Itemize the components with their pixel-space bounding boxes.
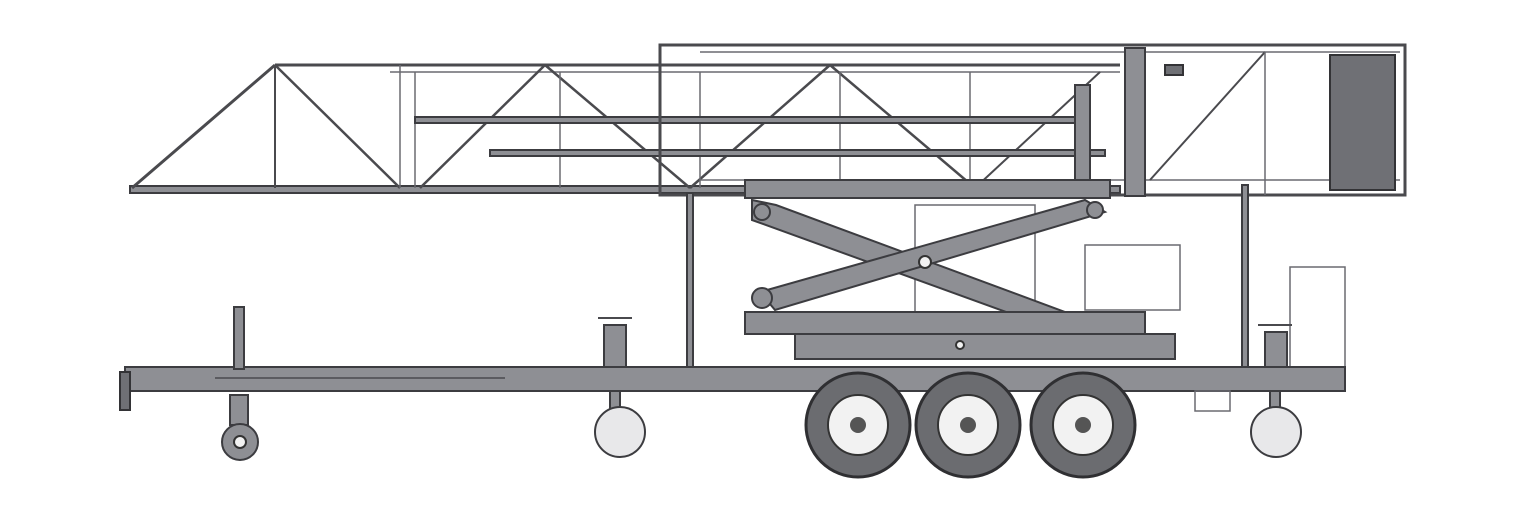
panel — [1084, 244, 1181, 311]
wheel — [914, 371, 1022, 479]
truss-boom — [129, 63, 1121, 194]
trailer-chassis — [119, 366, 1346, 412]
wheel — [1029, 371, 1137, 479]
support-post — [686, 192, 694, 371]
support-post — [1241, 184, 1249, 371]
middle-jack — [594, 317, 646, 458]
scissor-lift — [744, 179, 1176, 360]
rear-jack — [1250, 324, 1302, 458]
wheel — [804, 371, 912, 479]
front-jack — [221, 306, 259, 461]
panel — [1289, 266, 1346, 369]
